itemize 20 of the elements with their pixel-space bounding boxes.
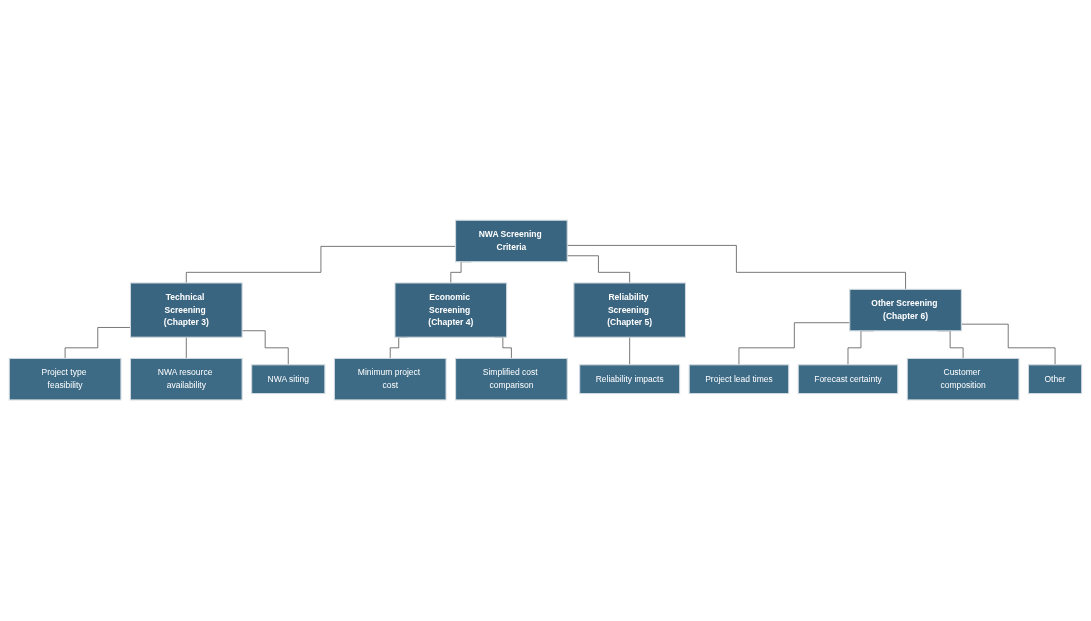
node-box: Reliability impacts — [579, 364, 681, 395]
node-box: Minimum project cost — [333, 358, 447, 401]
node-box: NWA Screening Criteria — [455, 220, 568, 263]
connector — [185, 337, 187, 360]
node-box: Simplified cost comparison — [455, 358, 568, 401]
node-box: Project lead times — [688, 364, 790, 395]
node-box: Economic Screening (Chapter 4) — [394, 282, 508, 339]
connector — [185, 246, 456, 284]
connector — [961, 324, 1056, 366]
connector — [64, 327, 131, 360]
node-box: Other — [1028, 364, 1083, 395]
node-box: NWA siting — [251, 364, 326, 395]
node-box: Technical Screening (Chapter 3) — [130, 282, 243, 339]
node-box: Customer composition — [906, 358, 1020, 401]
node-box: Other Screening (Chapter 6) — [849, 289, 962, 332]
connector — [629, 337, 631, 366]
node-box: Forecast certainty — [797, 364, 899, 395]
node-box: Project type feasibility — [8, 358, 122, 401]
node-box: NWA resource availability — [130, 358, 243, 401]
node-box: Reliability Screening (Chapter 5) — [573, 282, 687, 339]
